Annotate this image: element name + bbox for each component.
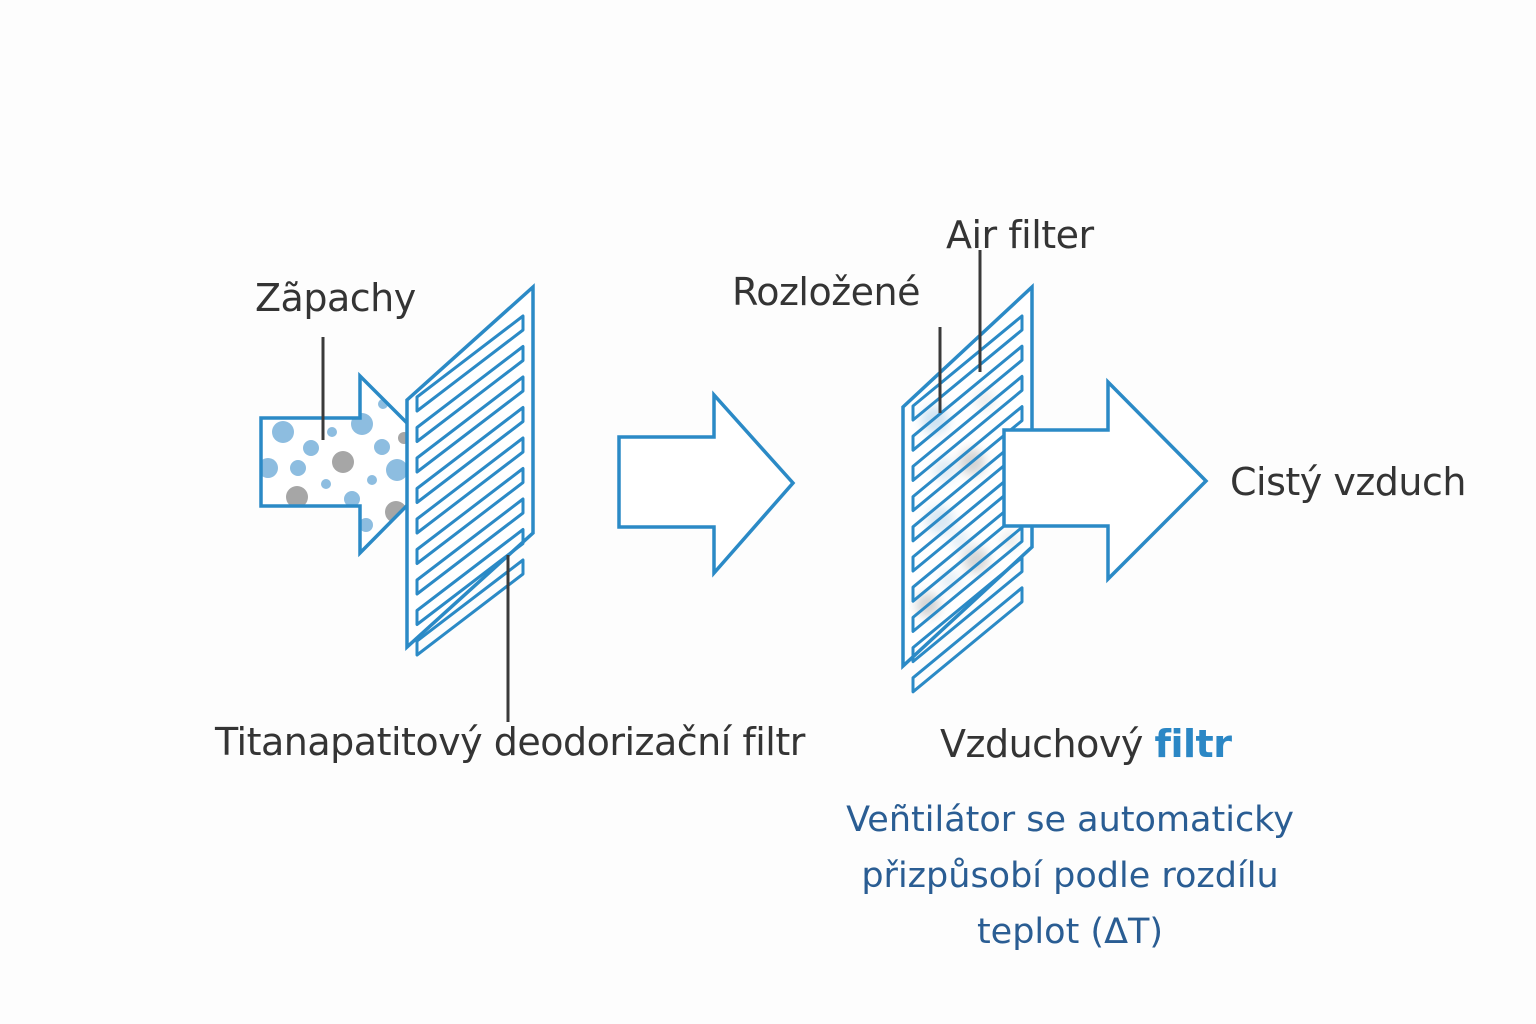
filter-slat (415, 558, 525, 657)
clean-air-label: Cistý vzduch (1230, 460, 1466, 504)
filter-slat (415, 528, 525, 626)
fan-caption-line: teplot (ΔT) (976, 912, 1164, 952)
odor-particle (303, 440, 319, 456)
filter-slat (415, 375, 525, 474)
odor-particle (290, 460, 306, 476)
odor-particle (359, 518, 373, 532)
fan-caption-line: Veñtilátor se automaticky (846, 800, 1294, 840)
odor-particle (261, 458, 278, 478)
deodorizing-filter-label: Titanapatitový deodorizační filtr (215, 720, 805, 764)
air-filter-caption: Vzduchový filtr (940, 722, 1232, 766)
air-filter-caption-prefix: Vzduchový (940, 722, 1143, 766)
filter-slat (911, 525, 1024, 633)
odor-particle (286, 486, 308, 508)
filter-slat (415, 314, 525, 413)
odor-particle (386, 459, 408, 481)
fan-caption: Veñtilátor se automaticky přizpůsobí pod… (840, 792, 1300, 960)
air-filter (901, 282, 1034, 694)
clean-air-arrow (1002, 377, 1209, 584)
filter-slat (415, 497, 525, 596)
filter-slat (911, 344, 1024, 452)
deodorizing-filter (405, 283, 535, 657)
odor-particle (332, 451, 354, 473)
filter-slat (911, 586, 1024, 694)
odor-particle (327, 427, 337, 437)
filter-slat (415, 406, 525, 504)
air-filter-caption-accent: filtr (1154, 722, 1232, 766)
filter-slat (911, 556, 1024, 664)
process-arrow (617, 390, 796, 578)
air-filter-label: Air filter (946, 213, 1094, 257)
filter-slat (415, 345, 525, 443)
odor-particle (385, 501, 407, 523)
odor-particle (344, 491, 360, 507)
odor-particle (321, 479, 331, 489)
odors-label: Zãpachy (255, 276, 416, 320)
filter-slat (911, 405, 1024, 513)
odor-particle (374, 439, 390, 455)
filter-slat (911, 314, 1024, 422)
filter-slat (415, 467, 525, 565)
filter-slat (911, 374, 1024, 482)
odor-particle (272, 421, 294, 443)
odor-particle (367, 475, 377, 485)
decomposed-label: Rozložené (732, 270, 921, 314)
filter-slat (415, 436, 525, 535)
fan-caption-line: přizpůsobí podle rozdílu (861, 856, 1279, 896)
